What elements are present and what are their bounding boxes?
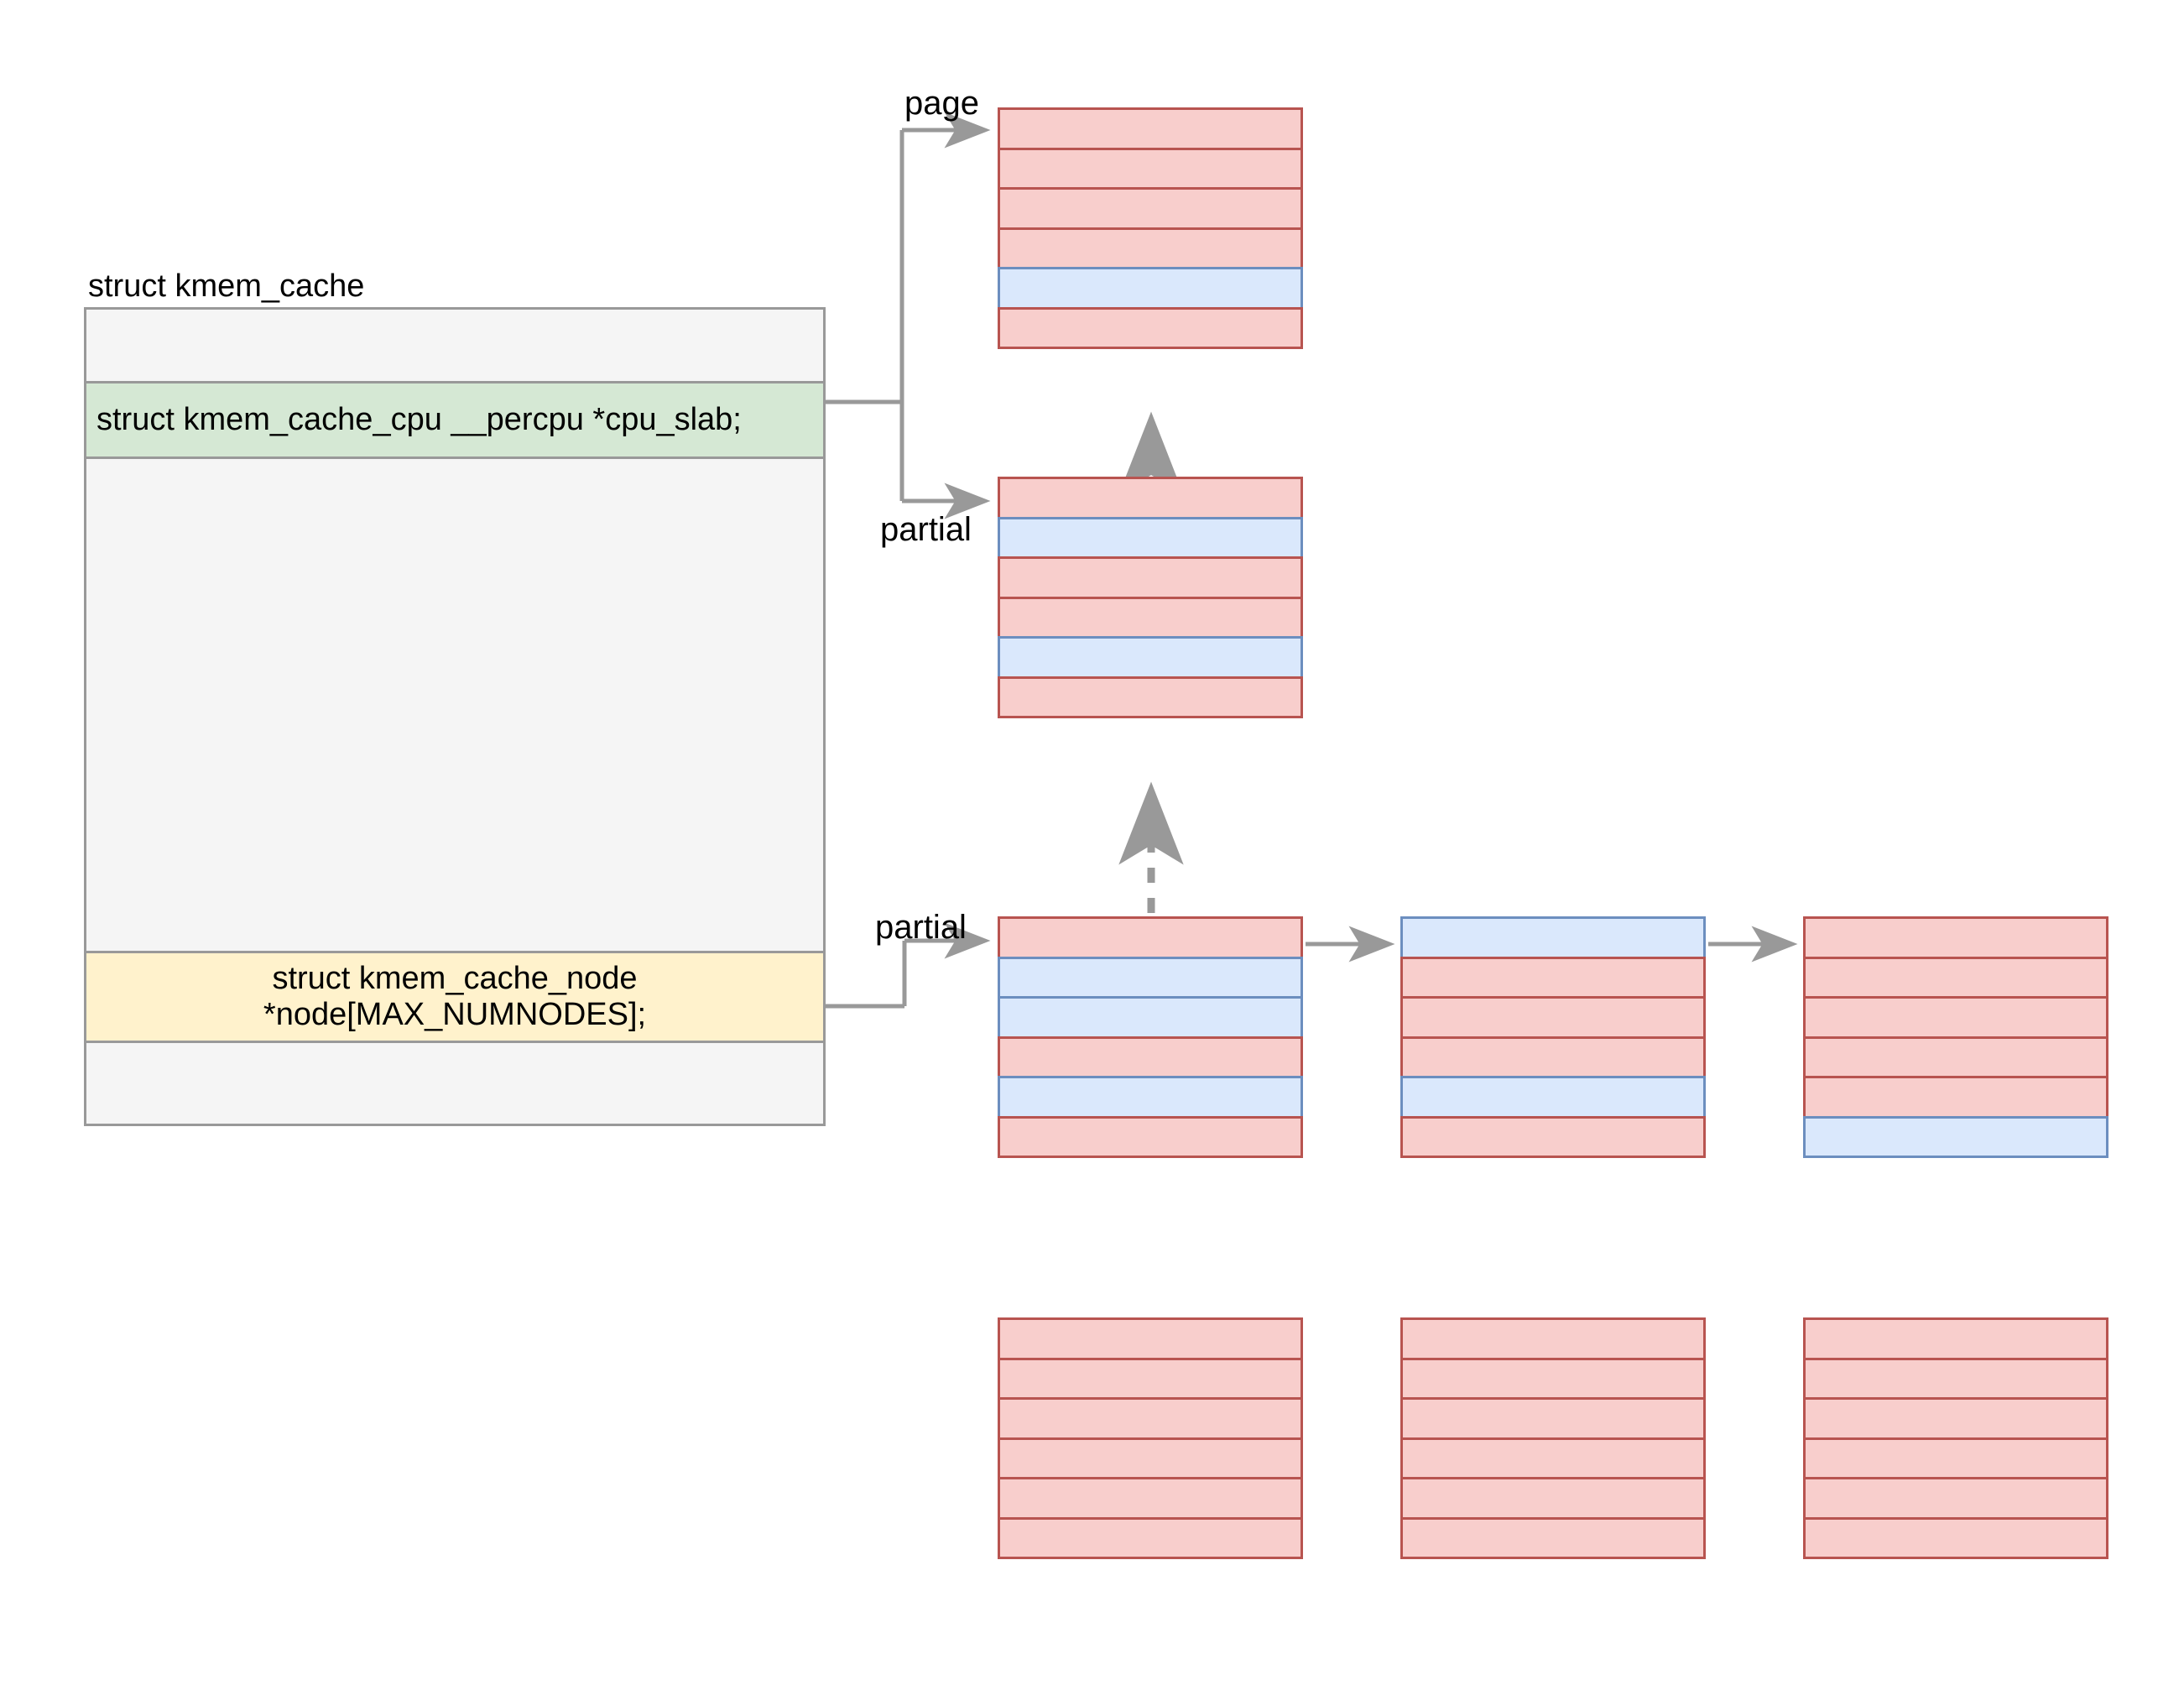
slab-object-used	[998, 147, 1303, 190]
slab-object-used	[1803, 1036, 2108, 1078]
slab-object-free	[1803, 1115, 2108, 1158]
slab-object-used	[998, 477, 1303, 519]
slab-object-used	[1803, 996, 2108, 1039]
edge-label-page: page	[904, 85, 979, 122]
struct-kmem-cache-box: struct kmem_cache_cpu __percpu *cpu_slab…	[84, 307, 826, 1126]
slab-object-free	[998, 996, 1303, 1039]
edge-label-cpu-partial: partial	[880, 511, 972, 548]
slab-object-used	[1803, 1516, 2108, 1559]
slab-object-used	[998, 107, 1303, 150]
cpu-partial-slab[interactable]	[998, 477, 1303, 718]
node-partial-3[interactable]	[1803, 916, 2108, 1158]
slab-object-used	[998, 187, 1303, 230]
slab-object-used	[1803, 1357, 2108, 1400]
edge-label-node-partial: partial	[875, 909, 967, 946]
slab-object-used	[1803, 1437, 2108, 1479]
free-slab-2[interactable]	[1400, 1317, 1706, 1559]
slab-object-free	[998, 267, 1303, 310]
slab-object-used	[1400, 1516, 1706, 1559]
slab-object-free	[998, 1076, 1303, 1119]
slab-object-used	[1803, 1477, 2108, 1520]
slab-object-used	[1400, 996, 1706, 1039]
slab-object-free	[998, 636, 1303, 679]
slab-object-used	[1803, 916, 2108, 959]
connector-cpu-slab	[826, 112, 991, 519]
struct-row-cpu-slab[interactable]: struct kmem_cache_cpu __percpu *cpu_slab…	[86, 381, 823, 459]
node-partial-2[interactable]	[1400, 916, 1706, 1158]
slab-object-used	[998, 1437, 1303, 1479]
node-partial-1[interactable]	[998, 916, 1303, 1158]
struct-row-node-array[interactable]: struct kmem_cache_node *node[MAX_NUMNODE…	[86, 951, 823, 1043]
free-slab-1[interactable]	[998, 1317, 1303, 1559]
slab-object-used	[998, 227, 1303, 269]
slab-object-used	[1803, 956, 2108, 999]
struct-row-padding-top	[86, 310, 823, 381]
struct-kmem-cache-title: struct kmem_cache	[88, 269, 365, 304]
slab-object-used	[1400, 1115, 1706, 1158]
connector-node-partial	[826, 922, 991, 1009]
slab-object-used	[1400, 1397, 1706, 1440]
slab-object-used	[998, 1036, 1303, 1078]
slab-object-used	[998, 1397, 1303, 1440]
slab-object-used	[1400, 1477, 1706, 1520]
slab-object-used	[998, 306, 1303, 349]
free-slab-3[interactable]	[1803, 1317, 2108, 1559]
slab-object-free	[1400, 1076, 1706, 1119]
slab-object-used	[1400, 1317, 1706, 1360]
slab-object-used	[998, 556, 1303, 599]
struct-row-padding-middle	[86, 459, 823, 951]
slab-object-used	[1803, 1076, 2108, 1119]
slab-object-used	[998, 1317, 1303, 1360]
slab-object-free	[998, 516, 1303, 559]
slab-object-used	[998, 676, 1303, 718]
slab-object-used	[998, 1516, 1303, 1559]
slab-object-used	[1400, 1357, 1706, 1400]
slab-object-used	[1400, 1036, 1706, 1078]
cpu-page-slab[interactable]	[998, 107, 1303, 349]
struct-row-node-array-label-line2: *node[MAX_NUMNODES];	[263, 997, 647, 1032]
slab-object-used	[998, 1477, 1303, 1520]
slab-object-free	[1400, 916, 1706, 959]
struct-row-cpu-slab-label: struct kmem_cache_cpu __percpu *cpu_slab…	[96, 402, 742, 438]
struct-row-node-array-label-line1: struct kmem_cache_node	[272, 961, 638, 997]
slab-object-used	[1803, 1397, 2108, 1440]
slab-object-free	[998, 956, 1303, 999]
slab-object-used	[998, 916, 1303, 959]
slab-object-used	[1803, 1317, 2108, 1360]
slab-object-used	[998, 1115, 1303, 1158]
struct-row-padding-bottom	[86, 1043, 823, 1124]
slab-object-used	[998, 596, 1303, 639]
slab-object-used	[1400, 1437, 1706, 1479]
slab-object-used	[1400, 956, 1706, 999]
slab-object-used	[998, 1357, 1303, 1400]
